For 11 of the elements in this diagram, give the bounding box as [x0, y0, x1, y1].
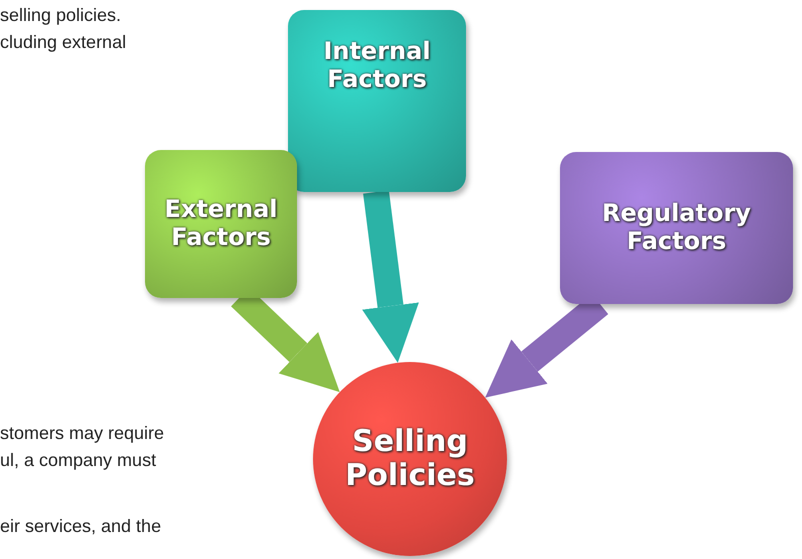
text-fragment: eir services, and the: [0, 515, 162, 538]
block-arrow: [362, 190, 419, 363]
text-fragment: stomers may require ul, a company must: [0, 422, 166, 472]
node-label: Regulatory Factors: [602, 200, 752, 256]
rounded-box: [145, 150, 297, 298]
rounded-box: [560, 152, 793, 304]
node-label: External Factors: [164, 196, 278, 252]
node-label: Internal Factors: [322, 38, 432, 94]
text-fragment: selling policies. cluding external: [0, 4, 128, 54]
node-label: Selling Policies: [344, 424, 476, 494]
rounded-box: [288, 10, 466, 192]
